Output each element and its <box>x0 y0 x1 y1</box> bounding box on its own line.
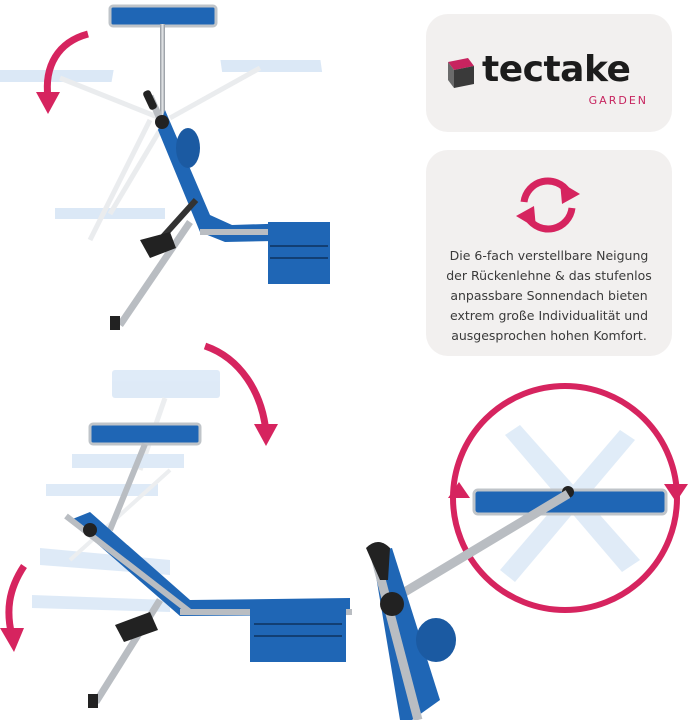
tectake-logo-mark <box>448 58 474 88</box>
curved-arrow-icon <box>43 30 90 99</box>
canopy-rotation-detail <box>366 383 688 720</box>
brand-sub-label: GARDEN <box>588 94 648 107</box>
lounger-backrest-adjust-illustration <box>0 342 352 708</box>
lounger-canopy-adjust-illustration <box>0 4 330 330</box>
feature-description-text: Die 6-fach verstellbare Neigung der Rück… <box>446 248 652 343</box>
brand-logo-card: tectake GARDEN <box>426 14 672 132</box>
refresh-arrows-icon <box>516 177 580 233</box>
brand-name: tectake <box>482 49 631 90</box>
feature-description-card: Die 6-fach verstellbare Neigung der Rück… <box>426 150 672 356</box>
